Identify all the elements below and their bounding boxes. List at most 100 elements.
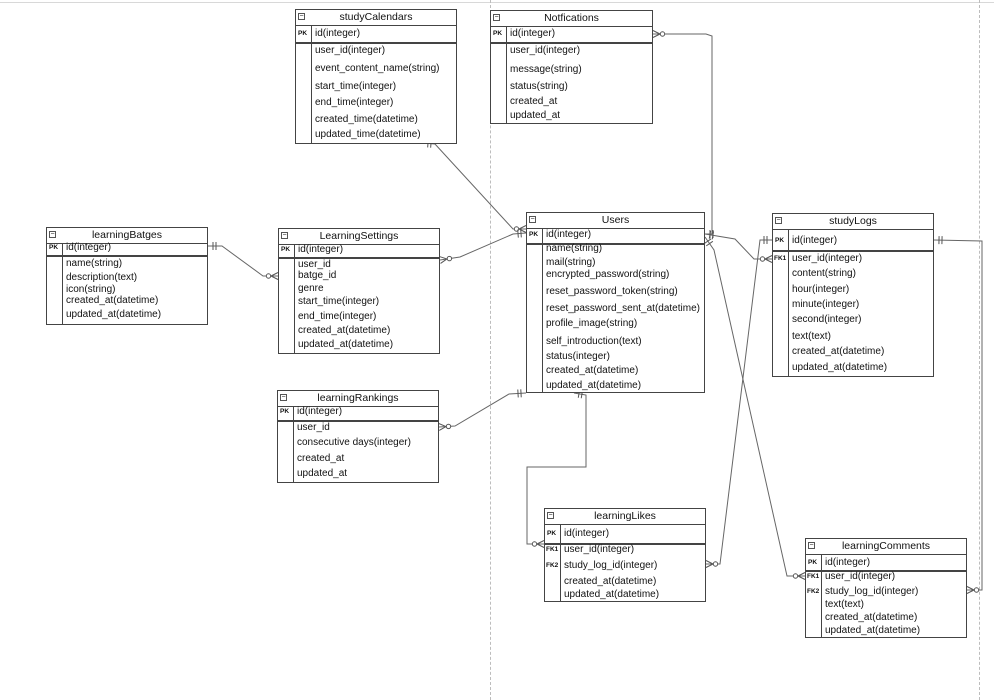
attribute-field: self_introduction(text) xyxy=(546,336,642,347)
attribute-field: user_id(integer) xyxy=(510,45,581,56)
collapse-icon[interactable]: − xyxy=(808,542,815,549)
collapse-icon[interactable]: − xyxy=(529,216,536,223)
relationship-users-notfications xyxy=(652,30,714,238)
collapse-icon[interactable]: − xyxy=(775,217,782,224)
attribute-field: updated_at(datetime) xyxy=(298,339,394,350)
attribute-field: description(text) xyxy=(66,272,138,283)
entity-notfications[interactable]: Notfications− PK id(integer) user_id(intege… xyxy=(490,10,653,124)
attribute-field: updated_at(datetime) xyxy=(564,589,660,600)
collapse-icon[interactable]: − xyxy=(280,394,287,401)
pk-label: PK xyxy=(298,30,308,37)
attribute-field: study_log_id(integer) xyxy=(825,586,919,597)
collapse-icon[interactable]: − xyxy=(547,512,554,519)
attribute-field: created_at(datetime) xyxy=(825,612,918,623)
relationship-users-learning-settings xyxy=(439,229,527,264)
page-top-rule xyxy=(0,2,994,3)
pk-label: PK xyxy=(280,408,290,415)
attribute-field: updated_time(datetime) xyxy=(315,129,421,140)
primary-key-field: id(integer) xyxy=(510,28,556,39)
attribute-field: hour(integer) xyxy=(792,284,850,295)
relationship-users-study-logs xyxy=(704,230,773,263)
relationship-users-study-calendars xyxy=(422,139,527,233)
pk-label: PK xyxy=(547,530,557,537)
key-column xyxy=(47,243,63,324)
attribute-field: name(string) xyxy=(546,243,603,254)
primary-key-divider xyxy=(806,570,966,572)
relationship-users-learning-comments xyxy=(704,236,806,580)
primary-key-divider xyxy=(279,257,439,259)
attribute-field: start_time(integer) xyxy=(315,81,397,92)
entity-title: Notfications xyxy=(491,11,652,27)
pk-label: PK xyxy=(775,237,785,244)
attribute-field: batge_id xyxy=(298,270,337,281)
primary-key-field: id(integer) xyxy=(792,235,838,246)
attribute-field: reset_password_token(string) xyxy=(546,286,678,297)
attribute-field: reset_password_sent_at(datetime) xyxy=(546,303,700,314)
fk-label: FK2 xyxy=(546,562,559,569)
attribute-field: user_id(integer) xyxy=(825,571,896,582)
attribute-field: name(string) xyxy=(66,258,123,269)
pk-label: PK xyxy=(281,246,291,253)
attribute-field: updated_at xyxy=(297,468,348,479)
attribute-field: end_time(integer) xyxy=(298,311,377,322)
collapse-icon[interactable]: − xyxy=(281,232,288,239)
collapse-icon[interactable]: − xyxy=(298,13,305,20)
primary-key-divider xyxy=(491,42,652,44)
attribute-field: encrypted_password(string) xyxy=(546,269,670,280)
attribute-field: icon(string) xyxy=(66,284,116,295)
relationship-users-learning-rankings xyxy=(438,389,527,431)
entity-title: studyLogs xyxy=(773,214,933,230)
key-column xyxy=(279,244,295,353)
attribute-field: minute(integer) xyxy=(792,299,860,310)
attribute-field: start_time(integer) xyxy=(298,296,380,307)
collapse-icon[interactable]: − xyxy=(49,231,56,238)
attribute-field: study_log_id(integer) xyxy=(564,560,658,571)
relationship-learning-batges-learning-settings xyxy=(208,242,279,280)
fk-label: FK1 xyxy=(546,546,559,553)
page-break-line xyxy=(979,0,980,700)
entity-title: learningBatges xyxy=(47,228,207,244)
primary-key-divider xyxy=(296,42,456,44)
entity-study-logs[interactable]: studyLogs− PK id(integer) user_id(integer)c… xyxy=(772,213,934,377)
relationship-study-logs-learning-likes xyxy=(705,236,772,568)
attribute-field: user_id(integer) xyxy=(564,544,635,555)
key-column xyxy=(527,228,543,392)
pk-label: PK xyxy=(493,30,503,37)
attribute-field: message(string) xyxy=(510,64,582,75)
entity-title: learningRankings xyxy=(278,391,438,407)
attribute-field: updated_at(datetime) xyxy=(825,625,921,636)
relationship-study-logs-learning-comments xyxy=(933,236,983,594)
attribute-field: user_id(integer) xyxy=(315,45,386,56)
attribute-field: text(text) xyxy=(825,599,864,610)
key-column xyxy=(491,26,507,123)
attribute-field: text(text) xyxy=(792,331,831,342)
attribute-field: content(string) xyxy=(792,268,856,279)
page-break-line xyxy=(490,0,491,700)
attribute-field: created_at(datetime) xyxy=(564,576,657,587)
attribute-field: created_at(datetime) xyxy=(546,365,639,376)
primary-key-field: id(integer) xyxy=(297,406,343,417)
collapse-icon[interactable]: − xyxy=(493,14,500,21)
pk-label: PK xyxy=(529,231,539,238)
attribute-field: created_at xyxy=(510,96,558,107)
attribute-field: profile_image(string) xyxy=(546,318,638,329)
key-column xyxy=(545,524,561,601)
attribute-field: mail(string) xyxy=(546,257,596,268)
attribute-field: end_time(integer) xyxy=(315,97,394,108)
key-column xyxy=(806,554,822,637)
primary-key-field: id(integer) xyxy=(825,557,871,568)
fk-label: FK1 xyxy=(774,255,787,262)
attribute-field: updated_at(datetime) xyxy=(546,380,642,391)
key-column xyxy=(773,229,789,376)
attribute-field: user_id(integer) xyxy=(792,253,863,264)
attribute-field: status(integer) xyxy=(546,351,610,362)
attribute-field: user_id xyxy=(298,259,331,270)
